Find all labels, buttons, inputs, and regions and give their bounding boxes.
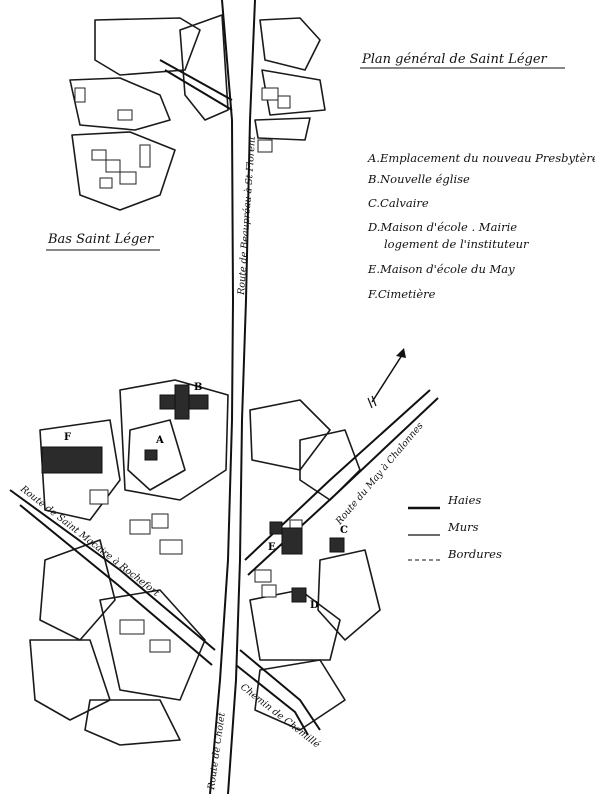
feature-cemetery: F [41, 432, 103, 474]
north-plots [69, 14, 326, 211]
area-label: Bas Saint Léger [47, 232, 154, 247]
letter-d: D [310, 600, 319, 611]
legend-a: A.Emplacement du nouveau Presbytère [367, 151, 595, 165]
feature-school-may: E [268, 521, 303, 555]
letter-b: B [194, 382, 202, 393]
feature-presbytery: A [127, 419, 186, 491]
feature-calvary: C [329, 525, 348, 553]
legend-b: B.Nouvelle église [367, 172, 470, 186]
legend-d-continued: logement de l'instituteur [384, 237, 530, 251]
road-label-cholet: Route de Cholet [206, 712, 228, 792]
north-arrow-icon [367, 348, 406, 409]
map-title: Plan général de Saint Léger [361, 52, 548, 67]
legend-haies: Haies [447, 493, 481, 507]
letter-c: C [340, 525, 348, 536]
legend-murs: Murs [447, 520, 479, 534]
legend-d: D.Maison d'école . Mairie [367, 220, 517, 234]
road-label-beaupreau: Route de Beaupréau à St Florent [236, 136, 258, 297]
line-legend: Haies Murs Bordures [408, 493, 502, 561]
letter-e: E [268, 542, 276, 553]
letter-a: A [155, 435, 164, 446]
village-plots [9, 379, 439, 746]
legend-bordures: Bordures [447, 547, 502, 561]
road-label-saint-macaire: Route de Saint Macaire à Rochefort [17, 483, 161, 599]
letter-f: F [64, 432, 71, 443]
main-road [209, 0, 256, 794]
legend-f: F.Cimetière [367, 287, 436, 301]
places-legend: A.Emplacement du nouveau Presbytère B.No… [367, 151, 595, 301]
feature-school-mairie: D [291, 587, 319, 611]
feature-church: B [159, 382, 209, 420]
legend-e: E.Maison d'école du May [367, 262, 515, 276]
legend-c: C.Calvaire [368, 196, 429, 210]
road-label-chemin: Chemin de Chemillé [238, 682, 322, 751]
